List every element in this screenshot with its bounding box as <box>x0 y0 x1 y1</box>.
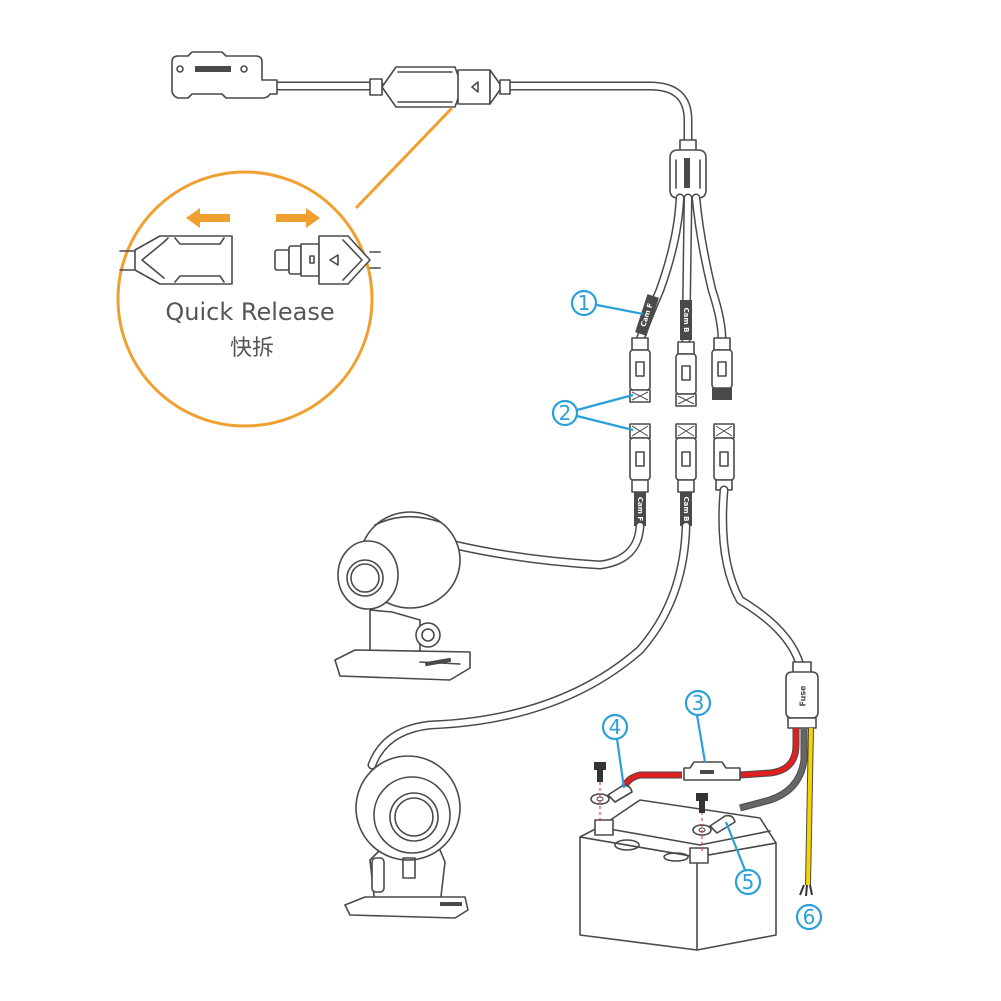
cable-tag-cam-b-top: Cam B <box>680 300 692 340</box>
svg-text:6: 6 <box>803 905 816 929</box>
cable-tag-cam-f-bottom: Cam F <box>634 492 646 526</box>
battery <box>579 799 777 951</box>
callout-3: 3 <box>684 689 712 763</box>
svg-text:Cam B: Cam B <box>682 308 690 333</box>
callout-5: 5 <box>724 821 762 896</box>
cable-tag-cam-b-bottom: Cam B <box>680 492 692 526</box>
connector-lower-cam-b[interactable] <box>675 423 697 493</box>
svg-text:2: 2 <box>559 401 572 425</box>
svg-text:Cam B: Cam B <box>682 497 690 522</box>
callout-1: 1 <box>570 289 644 317</box>
callout-6: 6 <box>795 903 823 931</box>
callout-4: 4 <box>601 713 629 789</box>
connector-lower-cam-f[interactable] <box>629 423 651 493</box>
power-wires <box>621 727 814 897</box>
control-unit <box>171 51 278 99</box>
quick-release-label-zh: 快拆 <box>230 336 274 361</box>
svg-text:4: 4 <box>609 715 622 739</box>
svg-text:Cam F: Cam F <box>636 497 644 522</box>
positive-terminal <box>590 762 633 822</box>
main-cable <box>273 81 693 150</box>
connector-upper-cam-f[interactable] <box>629 337 651 403</box>
connector-upper-power[interactable] <box>711 337 733 400</box>
camera-cables <box>367 485 805 770</box>
connector-upper-cam-b[interactable] <box>675 341 697 407</box>
quick-release-detail: Quick Release 快拆 <box>116 170 381 428</box>
callout-2: 2 <box>551 393 634 432</box>
bolt-icon <box>594 762 606 782</box>
svg-text:3: 3 <box>692 691 705 715</box>
bolt-icon <box>696 793 708 813</box>
quick-release-label-en: Quick Release <box>165 298 334 326</box>
quick-release-connector[interactable] <box>369 66 511 108</box>
y-splitter <box>669 139 707 199</box>
rear-camera <box>344 755 469 919</box>
cable-tag-cam-f-top: Cam F <box>635 294 659 336</box>
front-camera <box>334 511 471 681</box>
inline-fuse <box>683 761 741 781</box>
connector-lower-power[interactable] <box>713 423 735 491</box>
svg-text:5: 5 <box>742 870 755 894</box>
arrow-right-icon <box>276 208 320 228</box>
negative-terminal <box>692 793 736 852</box>
arrow-left-icon <box>186 208 230 228</box>
fuse-label: Fuse <box>799 685 808 707</box>
brand-logo <box>195 66 231 72</box>
splitter-logo <box>684 158 690 188</box>
fuse-module: Fuse <box>785 661 819 729</box>
quick-release-leader-line <box>354 106 454 210</box>
svg-text:1: 1 <box>578 291 591 315</box>
